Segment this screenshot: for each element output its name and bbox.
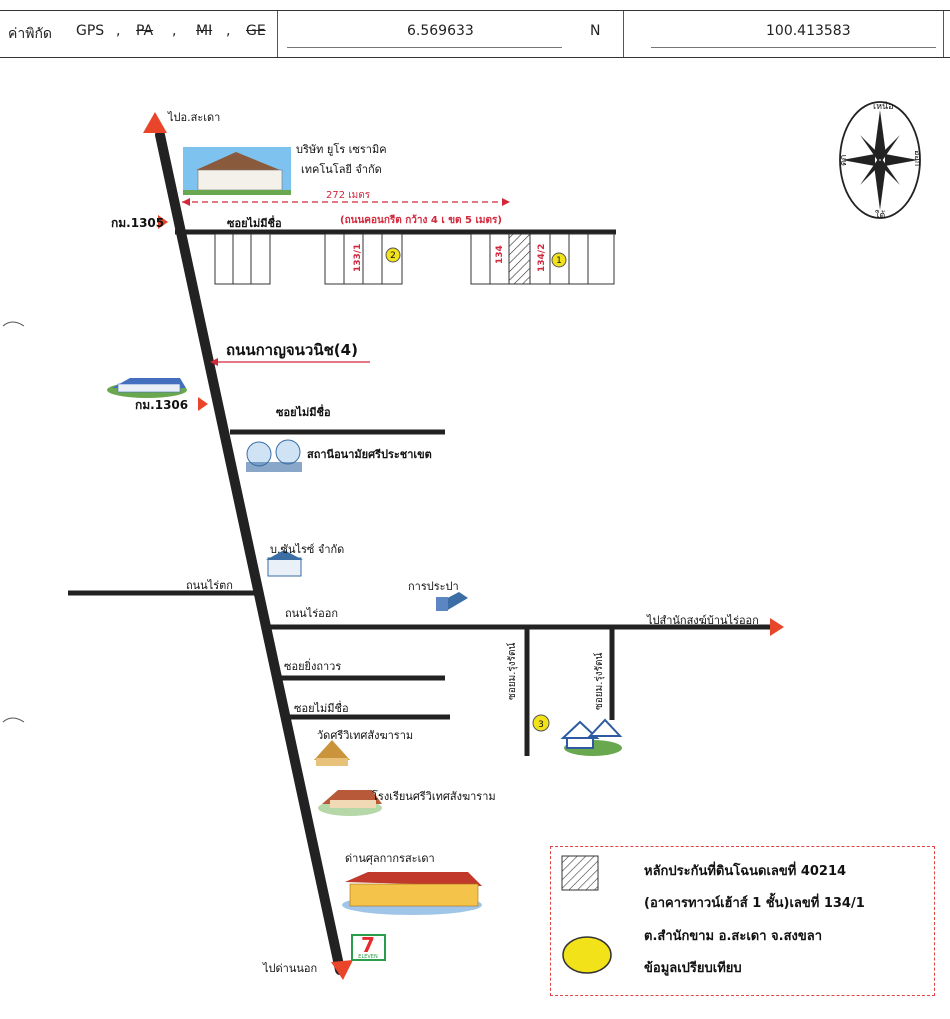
health-station-icon [246, 439, 302, 472]
separator: , [172, 23, 177, 39]
soi-rungrat-label-1: ซอยม.รุ่งรัตน์ [506, 642, 518, 700]
house-km1306-icon [107, 378, 187, 398]
marker-2-icon [385, 247, 401, 263]
compass-west-label: ตก [839, 155, 849, 166]
km1306-arrow-icon [198, 397, 208, 411]
compass-north-label: เหนือ [873, 101, 894, 112]
legend-line-3: ต.สำนักขาม อ.สะเดา จ.สงขลา [644, 929, 823, 944]
temple-icon [314, 740, 350, 766]
marker-1-icon [551, 252, 567, 268]
marker-1-label: 1 [556, 256, 562, 266]
rai-ok-road-label: ถนนไร่ออก [285, 607, 338, 620]
latitude-cell: 6.569633 N [277, 11, 624, 57]
shophouse-row-1 [214, 233, 271, 285]
longitude-value: 100.413583 [766, 23, 851, 39]
mi-system: MI [196, 23, 213, 39]
house-133-1-label: 133/1 [353, 244, 363, 272]
health-station-label: สถานีอนามัยศรีประชาเขต [307, 448, 432, 461]
latitude-hemisphere: N [590, 23, 601, 39]
north-arrow-icon [143, 112, 167, 133]
main-road [155, 130, 345, 975]
legend-line-2: (อาคารทาวน์เฮ้าส์ 1 ชั้น)เลขที่ 134/1 [644, 896, 865, 911]
marker-2-label: 2 [390, 251, 396, 261]
waterworks-icon [436, 592, 468, 611]
rungrat-house-icon [560, 718, 623, 756]
unnamed-soi-label-1: ซอยไม่มีชื่อ [227, 215, 282, 230]
house-134-label: 134 [495, 245, 505, 264]
customs-label: ด่านศุลกากรสะเดา [345, 852, 435, 865]
coordinate-header: ค่าพิกัด GPS , PA , MI , GE 6.569633 N 1… [0, 10, 950, 58]
south-arrow-icon [331, 960, 353, 980]
compass-east-label: ออก [912, 150, 922, 166]
wat-label: วัดศรีวิเทศสังฆาราม [317, 729, 413, 742]
soi-ying-thawon-label: ซอยยิ่งถาวร [284, 658, 341, 673]
compass-south-label: ใต้ [875, 210, 885, 221]
school-label: โรงเรียนศรีวิเทศสังฆาราม [372, 789, 496, 803]
km1306-label: กม.1306 [135, 398, 188, 412]
shophouse-row-2 [324, 233, 403, 285]
unnamed-soi-label-2: ซอยไม่มีชื่อ [276, 404, 331, 419]
legend-line-4: ข้อมูลเปรียบเทียบ [644, 961, 742, 976]
main-road-label: ถนนกาญจนวนิช(4) [226, 341, 358, 359]
school-icon [318, 790, 382, 816]
euro-ceramic-building-icon [183, 147, 291, 195]
house-134-2-label: 134/2 [537, 244, 547, 272]
separator: , [226, 23, 231, 39]
collateral-unit-134-1 [508, 233, 531, 285]
customs-building-icon [342, 872, 482, 915]
waterworks-label: การประปา [408, 580, 459, 593]
gps-system: GPS [76, 23, 105, 39]
pa-system: PA [136, 23, 154, 39]
coord-label: ค่าพิกัด [8, 26, 53, 42]
legend-box: หลักประกันที่ดินโฉนดเลขที่ 40214 (อาคารท… [550, 846, 935, 996]
km1305-arrow-icon [158, 215, 168, 229]
marker-3-icon [532, 714, 550, 732]
concrete-road-label: (ถนนคอนกรีต กว้าง 4 เ ขต 5 เมตร) [340, 214, 502, 226]
longitude-cell: 100.413583 [623, 11, 944, 57]
seven-eleven-text: ELEVEN [358, 954, 378, 960]
separator: , [116, 23, 121, 39]
to-north-label: ไปอ.สะเดา [167, 111, 220, 124]
unnamed-soi-label-3: ซอยไม่มีชื่อ [294, 700, 349, 715]
rai-ok-arrow-icon [770, 618, 784, 636]
sunrise-label: บ.ซันไรซ์ จำกัด [270, 543, 344, 556]
hatch-swatch-icon [561, 855, 599, 891]
sunrise-building-icon [266, 550, 303, 577]
coord-label-cell: ค่าพิกัด GPS , PA , MI , GE [0, 11, 278, 57]
latitude-value: 6.569633 [407, 23, 474, 39]
marker-3-label: 3 [538, 720, 544, 730]
km1305-label: กม.1305 [111, 216, 164, 230]
distance-label: 272 เมตร [326, 190, 371, 201]
company-name-line2: เทคโนโลยี จำกัด [301, 162, 382, 176]
soi-rungrat-label-2: ซอยม.รุ่งรัตน์ [593, 652, 605, 710]
seven-eleven-logo-icon: 7 ELEVEN [351, 933, 386, 961]
rai-tok-road-label: ถนนไร่ตก [186, 579, 233, 592]
yellow-marker-swatch-icon [562, 936, 612, 974]
svg-text:7: 7 [361, 933, 375, 957]
to-south-label: ไปด่านนอก [262, 962, 317, 975]
legend-line-1: หลักประกันที่ดินโฉนดเลขที่ 40214 [644, 864, 847, 879]
compass-rose-icon [839, 101, 921, 219]
to-rai-ok-priest-label: ไปสำนักสงฆ์บ้านไร่ออก [646, 614, 759, 627]
company-name-line1: บริษัท ยูโร เซรามิค [296, 142, 387, 156]
ge-system: GE [246, 23, 266, 39]
